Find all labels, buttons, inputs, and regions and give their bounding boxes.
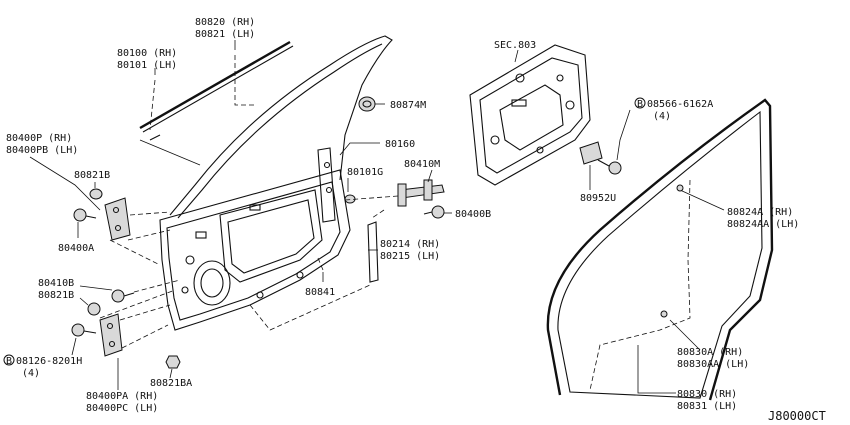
label-80952u: 80952U: [580, 193, 616, 204]
label-80824aa: 80824AA (LH): [727, 219, 799, 230]
upper-hinge: [104, 197, 131, 241]
lower-hinge: [99, 313, 123, 357]
label-80821b-mid: 80821B: [38, 290, 74, 301]
bolt-symbol-08566-letter: B: [637, 99, 643, 110]
door-sash-strip: [149, 134, 161, 141]
label-80410m: 80410M: [404, 159, 440, 170]
label-80101g: 80101G: [347, 167, 383, 178]
door-module-sec803: [469, 44, 591, 186]
label-08126: 08126-8201H: [16, 356, 82, 367]
label-sec803: SEC.803: [494, 40, 536, 51]
bolt-80400a: [73, 208, 97, 222]
label-80214: 80214 (RH): [380, 239, 440, 250]
label-80830aa: 80830AA (LH): [677, 359, 749, 370]
diagram-code: J80000CT: [768, 409, 826, 423]
label-80160: 80160: [385, 139, 415, 150]
body-side-weatherstrip: [546, 98, 774, 401]
label-80841: 80841: [305, 287, 335, 298]
label-80821b-top: 80821B: [74, 170, 110, 181]
label-80821: 80821 (LH): [195, 29, 255, 40]
label-80874m: 80874M: [390, 100, 426, 111]
front-door-shell: [159, 35, 393, 331]
label-80400b: 80400B: [455, 209, 491, 220]
label-80400p: 80400P (RH): [6, 133, 72, 144]
label-80400pc: 80400PC (LH): [86, 403, 158, 414]
label-80831: 80831 (LH): [677, 401, 737, 412]
bolt-08126: [71, 323, 97, 337]
bolt-80410b: [111, 289, 135, 303]
bolt-symbol-08126: [3, 354, 15, 366]
bolt-80821b-mid: [87, 302, 101, 316]
label-80400pb: 80400PB (LH): [6, 145, 78, 156]
label-80400pa: 80400PA (RH): [86, 391, 158, 402]
label-08566: 08566-6162A: [647, 99, 713, 110]
bolt-80400b: [423, 205, 445, 219]
grommet-80874m: [358, 96, 376, 112]
bolt-symbol-08126-letter: B: [6, 356, 12, 367]
label-80400a: 80400A: [58, 243, 94, 254]
bolt-symbol-08566: [634, 97, 646, 109]
label-80820: 80820 (RH): [195, 17, 255, 28]
bolt-80821ba: [165, 355, 181, 369]
screw-08566: [597, 159, 622, 175]
leader-lines: [29, 40, 725, 394]
label-80100: 80100 (RH): [117, 48, 177, 59]
label-08126-qty: (4): [22, 368, 40, 379]
label-80830a: 80830A (RH): [677, 347, 743, 358]
door-strip-80214: [367, 221, 379, 283]
door-check-link: [397, 179, 445, 207]
label-80821ba: 80821BA: [150, 378, 192, 389]
label-80824a: 80824A (RH): [727, 207, 793, 218]
label-08566-qty: (4): [653, 111, 671, 122]
label-80410b: 80410B: [38, 278, 74, 289]
label-80830: 80830 (RH): [677, 389, 737, 400]
label-80215: 80215 (LH): [380, 251, 440, 262]
bracket-80952u: [579, 141, 603, 165]
outer-weatherstrip: [139, 40, 291, 130]
label-80101: 80101 (LH): [117, 60, 177, 71]
bolt-80821b-top: [89, 188, 103, 200]
